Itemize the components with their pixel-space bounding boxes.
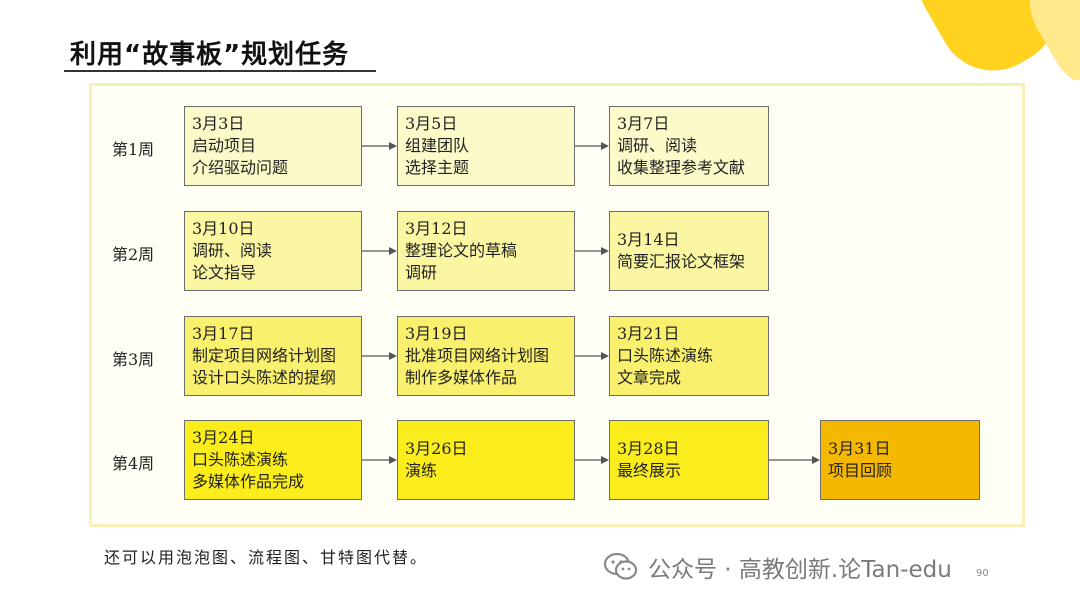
task-text: 调研	[405, 263, 438, 282]
task-card: 3月24日口头陈述演练多媒体作品完成	[184, 420, 362, 500]
task-text: 收集整理参考文献	[617, 158, 746, 177]
arrow-right-icon	[769, 456, 820, 464]
task-text: 设计口头陈述的提纲	[192, 368, 337, 387]
task-date: 3月24日	[192, 428, 255, 447]
task-text: 选择主题	[405, 158, 470, 177]
week-label: 第2周	[112, 245, 155, 264]
task-text: 最终展示	[617, 461, 682, 480]
task-date: 3月21日	[617, 324, 680, 343]
task-text: 演练	[405, 461, 438, 480]
week-label: 第4周	[112, 454, 155, 473]
task-date: 3月28日	[617, 439, 680, 458]
task-date: 3月12日	[405, 219, 468, 238]
task-card: 3月28日最终展示	[609, 420, 769, 500]
task-card: 3月7日调研、阅读收集整理参考文献	[609, 106, 769, 186]
watermark-text: 公众号 · 高教创新.论Tan-edu	[648, 557, 952, 583]
task-date: 3月10日	[192, 219, 255, 238]
corner-decoration	[918, 0, 1080, 80]
arrow-right-icon	[362, 352, 397, 360]
task-text: 简要汇报论文框架	[617, 252, 746, 271]
task-card: 3月3日启动项目介绍驱动问题	[184, 106, 362, 186]
task-date: 3月14日	[617, 230, 680, 249]
arrow-right-icon	[575, 352, 609, 360]
task-text: 整理论文的草稿	[405, 241, 518, 260]
week-label: 第3周	[112, 350, 155, 369]
task-date: 3月31日	[828, 439, 891, 458]
task-date: 3月26日	[405, 439, 468, 458]
arrow-right-icon	[575, 247, 609, 255]
task-text: 项目回顾	[828, 461, 893, 480]
task-text: 口头陈述演练	[617, 346, 714, 365]
page-title: 利用“故事板”规划任务	[70, 40, 350, 70]
task-card: 3月17日制定项目网络计划图设计口头陈述的提纲	[184, 316, 362, 396]
task-text: 口头陈述演练	[192, 450, 289, 469]
title-underline	[64, 70, 376, 72]
task-text: 启动项目	[192, 136, 257, 155]
task-card: 3月12日整理论文的草稿调研	[397, 211, 575, 291]
task-text: 制作多媒体作品	[405, 368, 518, 387]
task-date: 3月17日	[192, 324, 255, 343]
task-text: 多媒体作品完成	[192, 472, 305, 491]
task-date: 3月3日	[192, 114, 245, 133]
task-date: 3月7日	[617, 114, 670, 133]
task-text: 论文指导	[192, 263, 257, 282]
arrow-right-icon	[575, 142, 609, 150]
arrow-right-icon	[575, 456, 609, 464]
arrow-right-icon	[362, 247, 397, 255]
task-card: 3月5日组建团队选择主题	[397, 106, 575, 186]
task-card: 3月14日简要汇报论文框架	[609, 211, 769, 291]
task-date: 3月5日	[405, 114, 458, 133]
task-text: 制定项目网络计划图	[192, 346, 337, 365]
watermark: 公众号 · 高教创新.论Tan-edu	[604, 550, 952, 584]
page-number: 90	[976, 568, 989, 579]
wechat-icon	[604, 552, 638, 580]
task-text: 介绍驱动问题	[192, 158, 289, 177]
arrow-right-icon	[362, 456, 397, 464]
task-card: 3月31日项目回顾	[820, 420, 980, 500]
task-text: 调研、阅读	[192, 241, 273, 260]
week-label: 第1周	[112, 140, 155, 159]
task-card: 3月19日批准项目网络计划图制作多媒体作品	[397, 316, 575, 396]
task-text: 批准项目网络计划图	[405, 346, 550, 365]
task-card: 3月10日调研、阅读论文指导	[184, 211, 362, 291]
task-card: 3月21日口头陈述演练文章完成	[609, 316, 769, 396]
task-text: 调研、阅读	[617, 136, 698, 155]
task-date: 3月19日	[405, 324, 468, 343]
task-card: 3月26日演练	[397, 420, 575, 500]
task-text: 组建团队	[405, 136, 470, 155]
task-text: 文章完成	[617, 368, 682, 387]
arrow-right-icon	[362, 142, 397, 150]
footnote: 还可以用泡泡图、流程图、甘特图代替。	[104, 548, 429, 567]
